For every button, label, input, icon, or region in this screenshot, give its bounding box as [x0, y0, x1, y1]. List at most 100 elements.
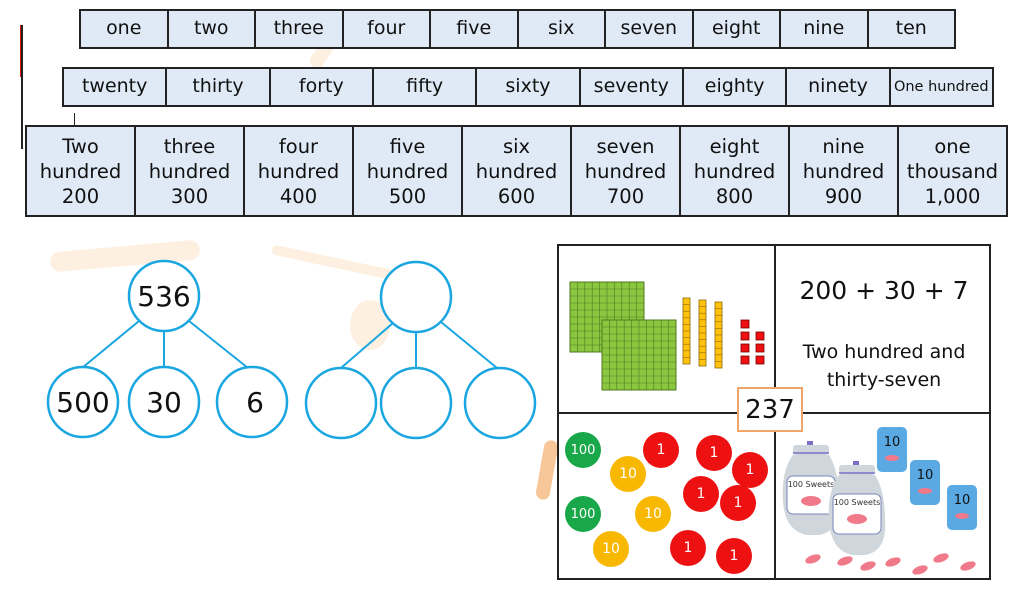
expanded-form: 200 + 30 + 7 — [799, 276, 969, 305]
bag-label: 10 — [954, 493, 971, 508]
part-whole-model-filled: 536 500 30 6 — [46, 259, 289, 439]
part-value: 30 — [146, 386, 182, 419]
word-line: hundred — [148, 159, 231, 183]
sweet-jar: 100 Sweets — [828, 461, 886, 555]
sweets-representation: 100 Sweets 100 Sweets 10 10 10 — [782, 427, 977, 575]
sweet-bag: 10 — [947, 485, 977, 530]
whole-circle[interactable] — [379, 260, 453, 334]
branch-line — [188, 320, 249, 369]
part-value: 500 — [56, 386, 109, 419]
counter-tens: 10 — [635, 496, 671, 532]
word-card: six — [519, 11, 606, 47]
sweet-bag: 10 — [877, 427, 907, 472]
word-line: thousand — [906, 159, 999, 183]
hundreds-flat — [601, 319, 677, 391]
word-line: hundred — [802, 159, 885, 183]
ones-cube — [755, 355, 765, 365]
word-card: eighty — [684, 69, 788, 105]
bag-label: 10 — [884, 435, 901, 450]
word-line: Two — [62, 134, 99, 158]
ones-cube — [740, 319, 750, 329]
branch-line — [340, 322, 394, 369]
base-ten-blocks — [569, 281, 765, 391]
word-card: four — [344, 11, 431, 47]
loose-sweet — [837, 556, 853, 566]
word-card: one — [81, 11, 169, 47]
counter-ones: 1 — [732, 452, 768, 488]
whole-value: 536 — [137, 280, 190, 313]
counter-ones: 1 — [720, 485, 756, 521]
sweet-bag: 10 — [910, 460, 940, 505]
bag-label: 10 — [917, 468, 934, 483]
word-line: six — [502, 134, 531, 158]
ones-cube — [755, 331, 765, 341]
word-line: three — [163, 134, 216, 158]
part-value: 6 — [246, 386, 264, 419]
word-card: One hundred — [893, 78, 989, 95]
word-card: twenty — [64, 69, 168, 105]
word-line: seven — [596, 134, 655, 158]
word-card: nine — [781, 11, 869, 47]
ones-cube — [740, 343, 750, 353]
counter-hundreds: 100 — [565, 496, 601, 532]
whole-circle[interactable] — [127, 259, 201, 333]
counter-ones: 1 — [696, 435, 732, 471]
counter-ones: 1 — [683, 476, 719, 512]
part-circle[interactable] — [304, 366, 378, 440]
counter-ones: 1 — [670, 530, 706, 566]
tens-words-row: twenty thirty forty fifty sixty seventy … — [62, 67, 994, 107]
loose-sweet — [912, 565, 928, 575]
part-circle[interactable] — [46, 365, 120, 439]
counter-hundreds: 100 — [565, 432, 601, 468]
counter-ones: 1 — [643, 432, 679, 468]
numeral: 800 — [715, 184, 754, 208]
ones-words-row: one two three four five six seven eight … — [79, 9, 956, 49]
word-line: hundred — [584, 159, 667, 183]
ones-cube — [740, 355, 750, 365]
word-card: forty — [271, 69, 374, 105]
word-card: five — [431, 11, 519, 47]
numeral: 400 — [279, 184, 318, 208]
part-circle[interactable] — [215, 365, 289, 439]
ones-cube — [755, 343, 765, 353]
target-number: 237 — [737, 387, 803, 432]
ones-cube — [740, 331, 750, 341]
word-card: sixty — [477, 69, 581, 105]
word-card: eight — [694, 11, 781, 47]
loose-sweet — [960, 561, 976, 571]
jar-label: 100 Sweets — [834, 498, 881, 507]
word-line: hundred — [693, 159, 776, 183]
part-circle[interactable] — [379, 366, 453, 440]
words-line: thirty-seven — [826, 369, 942, 391]
word-line: one — [934, 134, 971, 158]
loose-sweet — [860, 561, 876, 571]
numeral: 500 — [388, 184, 427, 208]
part-circle[interactable] — [127, 365, 201, 439]
part-circle[interactable] — [463, 366, 537, 440]
numeral: 1,000 — [924, 184, 981, 208]
jar-label: 100 Sweets — [788, 480, 835, 489]
word-card: seven — [606, 11, 694, 47]
text-cursor — [74, 113, 75, 133]
word-card: ten — [895, 17, 927, 40]
counter-ones: 1 — [716, 538, 752, 574]
word-line: hundred — [257, 159, 340, 183]
word-line: four — [278, 134, 319, 158]
word-card: ninety — [787, 69, 891, 105]
numeral: 700 — [606, 184, 645, 208]
word-card: thirty — [167, 69, 271, 105]
branch-line — [440, 321, 498, 369]
numeral: 200 — [61, 184, 100, 208]
loose-sweet — [933, 553, 949, 563]
loose-sweet — [885, 557, 901, 567]
counter-tens: 10 — [593, 531, 629, 567]
part-whole-model-blank — [304, 260, 537, 440]
